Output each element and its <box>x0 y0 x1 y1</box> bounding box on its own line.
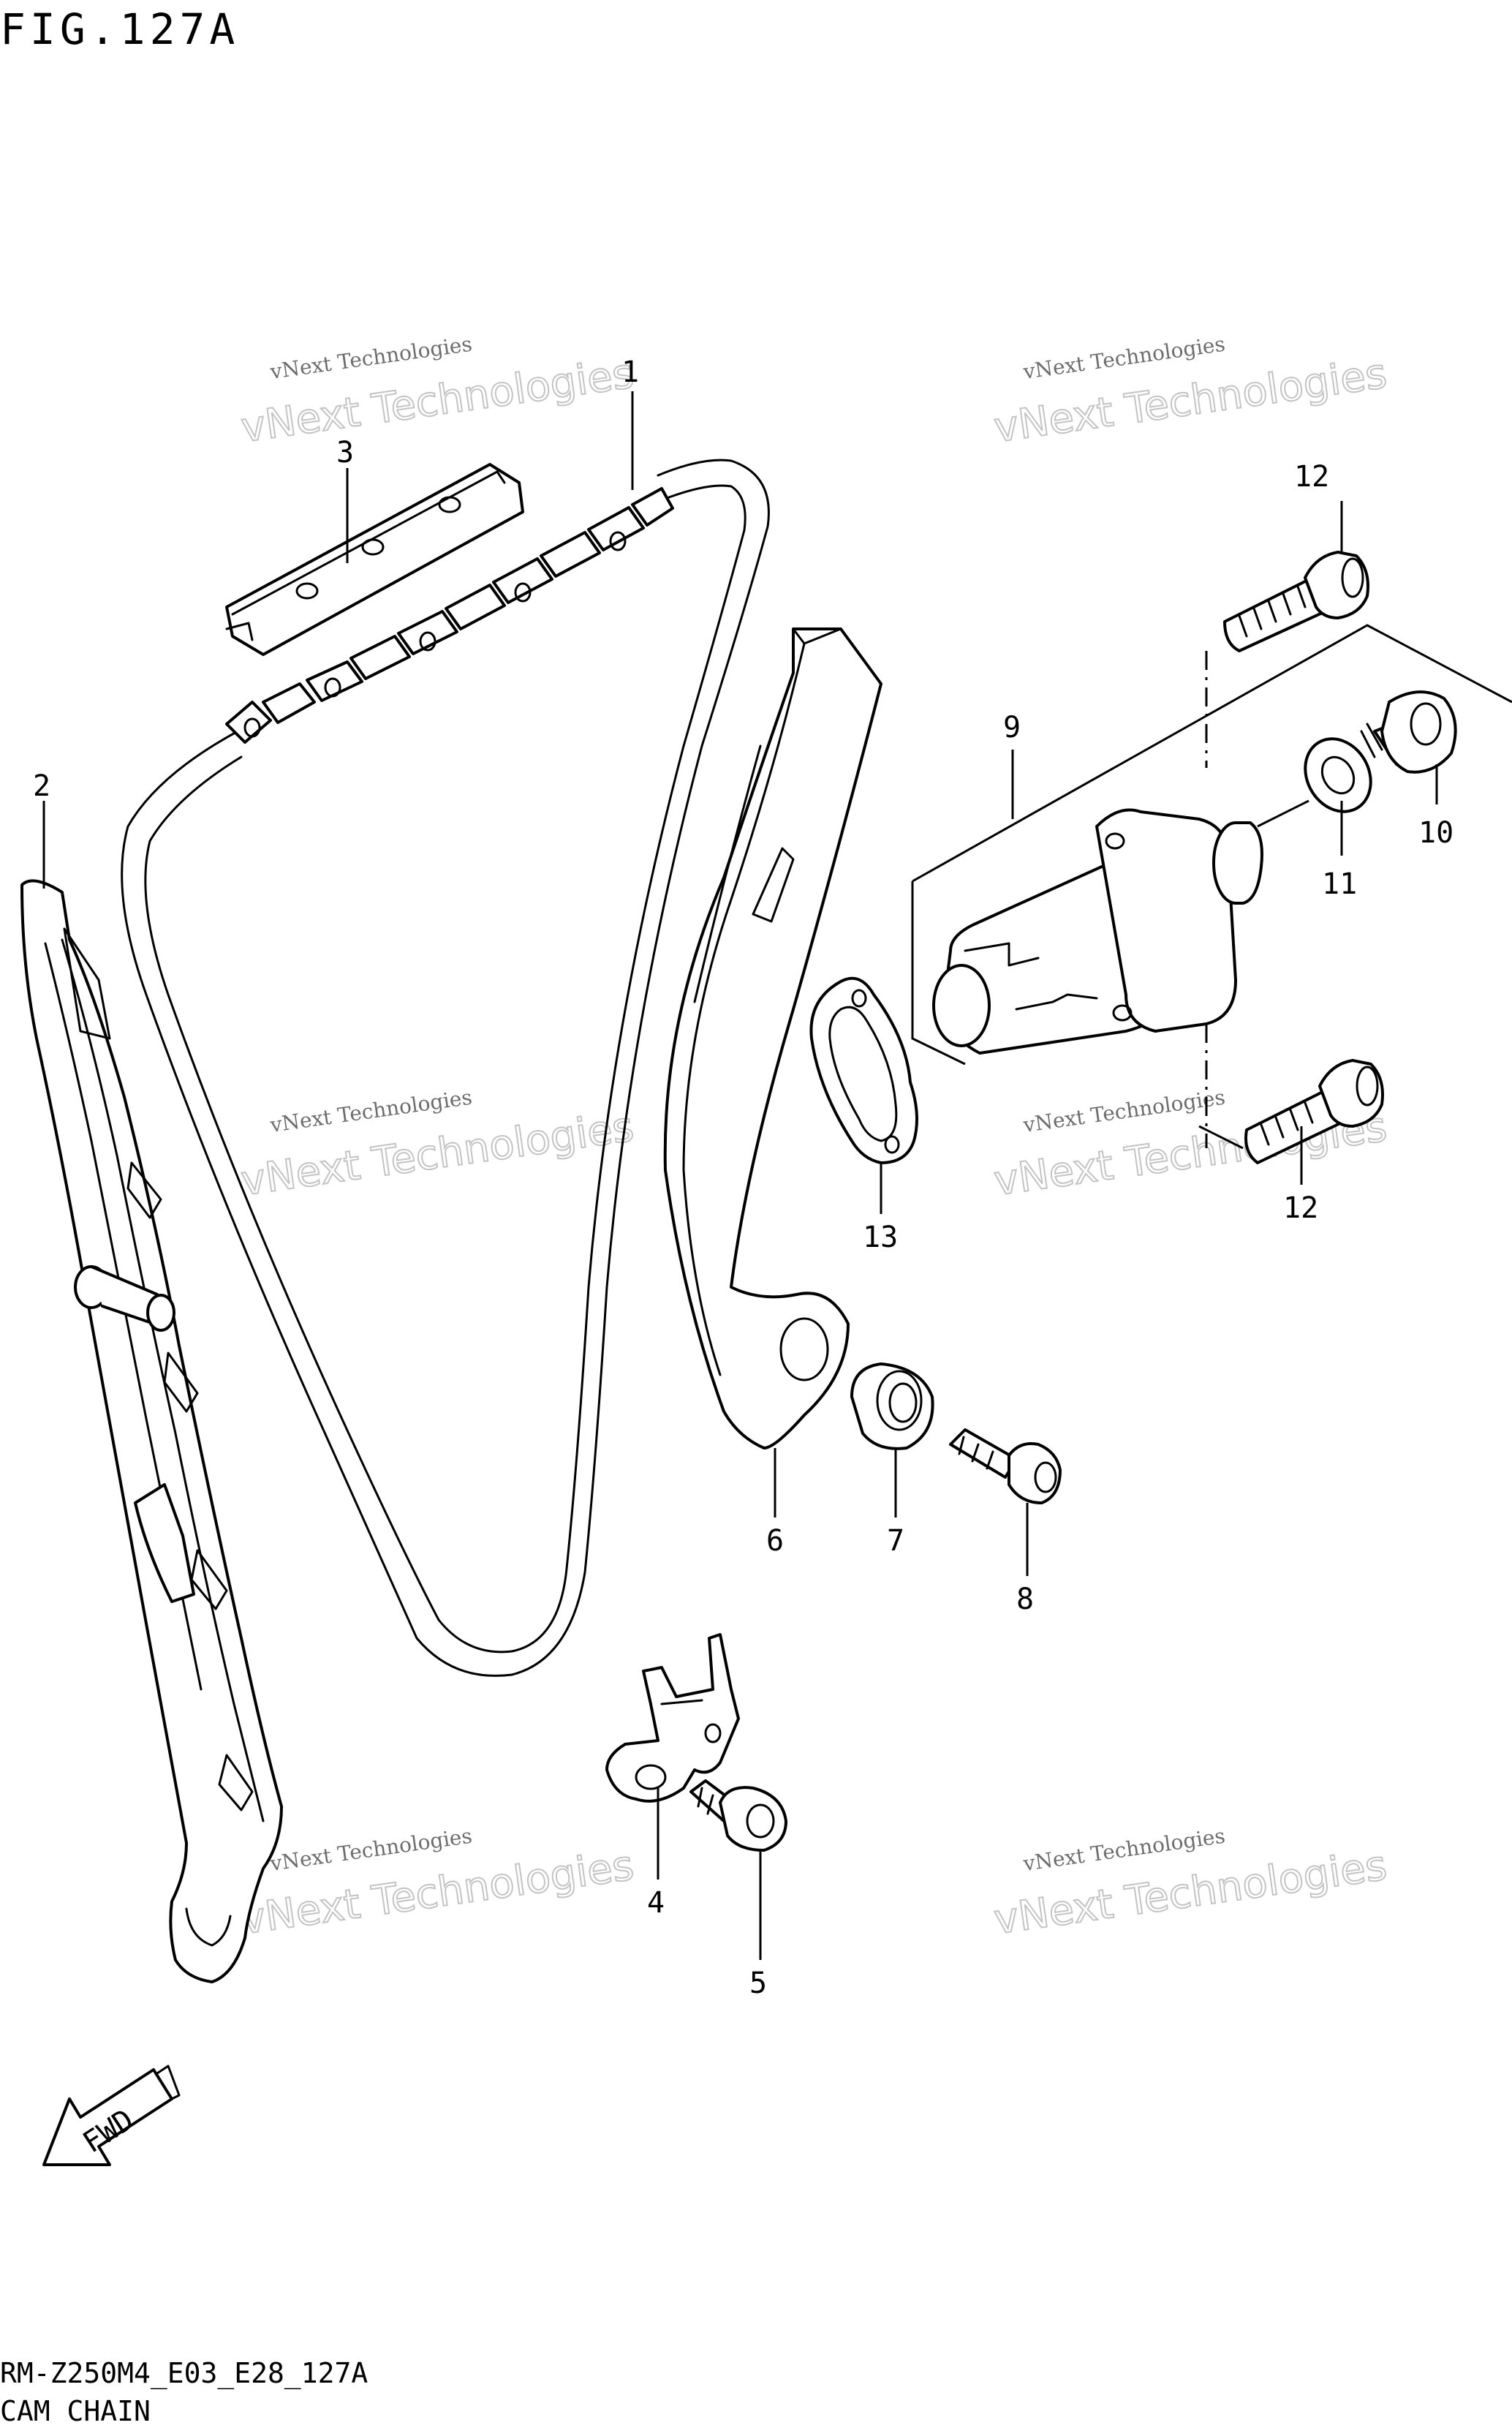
callout-7: 7 <box>887 1524 904 1558</box>
part-tensioner-assembly-9 <box>911 624 1512 1150</box>
part-bolt-5 <box>689 1779 787 1852</box>
watermark-top-left: vNext Technologies vNext Technologies <box>238 332 638 453</box>
fwd-arrow-icon: FWD <box>42 2065 181 2166</box>
callout-10: 10 <box>1418 816 1454 850</box>
figure-title: FIG.127A <box>0 4 239 54</box>
part-tensioner-guide-6 <box>663 627 882 1449</box>
callout-13: 13 <box>863 1221 898 1254</box>
watermark-bottom-right: vNext Technologies vNext Technologies <box>991 1824 1391 1945</box>
callout-9: 9 <box>1003 711 1021 744</box>
watermark-mid-left: vNext Technologies vNext Technologies <box>238 1085 638 1207</box>
part-bolt-8 <box>949 1428 1062 1504</box>
callout-2: 2 <box>33 769 50 803</box>
chain-links <box>225 487 674 744</box>
figure-caption: CAM CHAIN <box>0 2395 151 2427</box>
part-gasket-13 <box>809 976 918 1164</box>
part-cam-chain-1 <box>121 459 770 1677</box>
part-cap-bolt-10 <box>1360 690 1457 774</box>
part-chain-guide-2 <box>20 879 283 1983</box>
part-stopper-4 <box>605 1633 740 1803</box>
callout-12-bottom: 12 <box>1283 1191 1318 1225</box>
part-chain-guide-3 <box>225 463 524 656</box>
callout-12-top: 12 <box>1294 460 1329 494</box>
callout-3: 3 <box>336 436 354 470</box>
part-collar-7 <box>850 1362 934 1450</box>
callout-leaders <box>42 391 1438 1960</box>
part-bolt-12-top <box>1223 551 1369 652</box>
watermark-bottom-left: vNext Technologies vNext Technologies <box>238 1824 638 1945</box>
part-washer-11 <box>1304 737 1372 813</box>
callout-5: 5 <box>749 1967 767 2000</box>
callout-6: 6 <box>766 1524 784 1558</box>
callout-11: 11 <box>1322 867 1357 901</box>
callout-4: 4 <box>647 1886 665 1920</box>
watermark-top-right: vNext Technologies vNext Technologies <box>991 332 1391 453</box>
part-bolt-12-bottom <box>1244 1059 1384 1164</box>
callout-1: 1 <box>621 355 639 389</box>
figure-code: RM-Z250M4_E03_E28_127A <box>0 2357 368 2390</box>
callout-8: 8 <box>1016 1583 1034 1616</box>
